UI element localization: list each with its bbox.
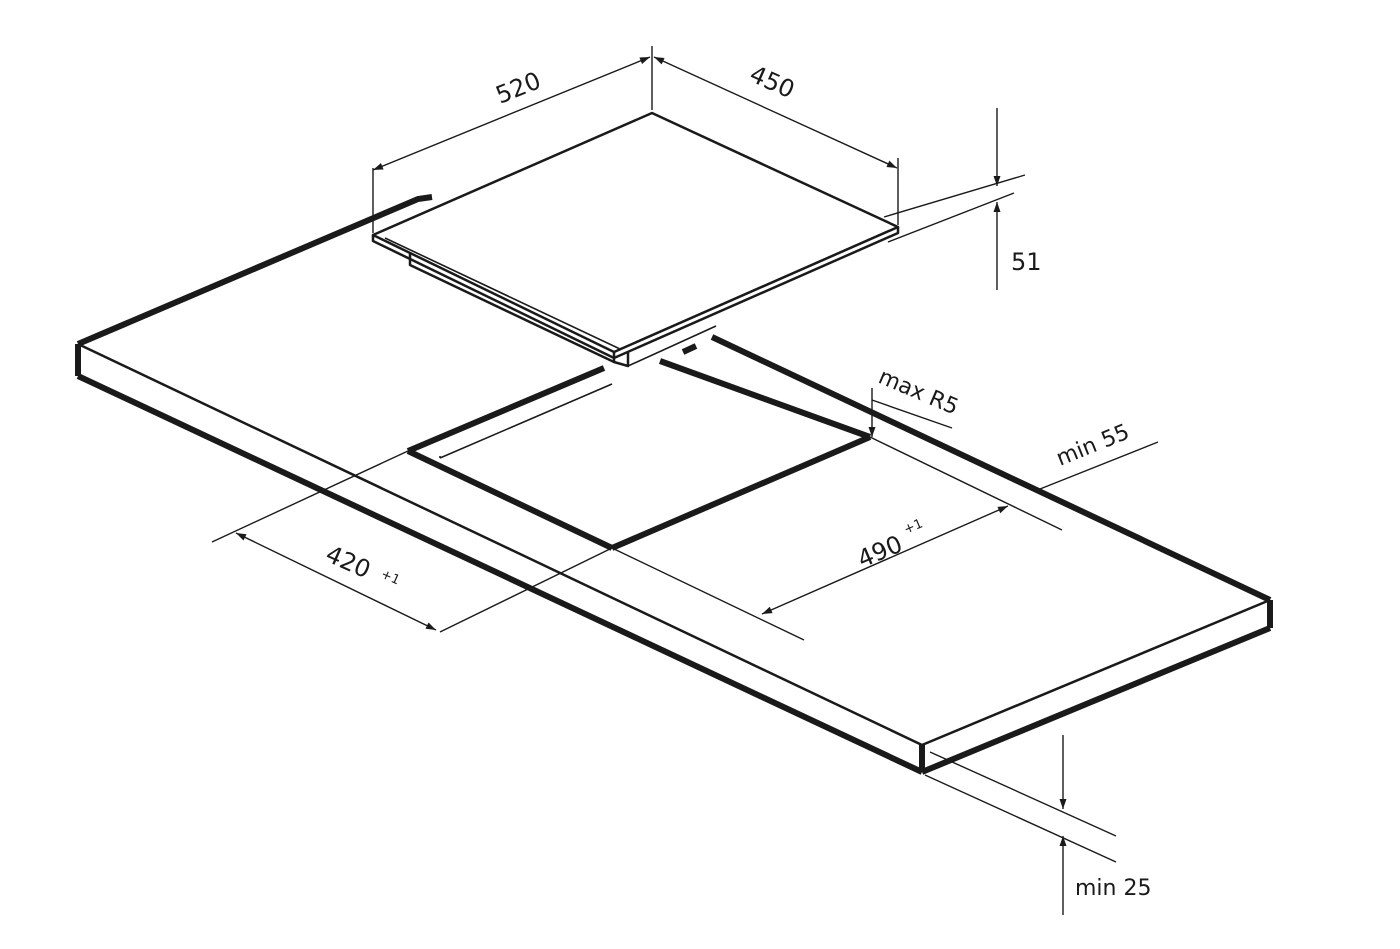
- dimension-cutout-depth: 420 +1: [211, 450, 613, 633]
- worktop-front-left-bottom-edge: [76, 373, 924, 775]
- dimension-line-520: [372, 56, 651, 171]
- extension-line-worktop-front: [924, 774, 1117, 863]
- cutout-front-edge: [610, 434, 872, 551]
- dimension-front-distance: min 25: [924, 735, 1151, 915]
- hob-body-front: [627, 325, 717, 367]
- cutout-back-left-edge: [406, 365, 606, 454]
- worktop-front-right-bottom-edge: [920, 625, 1272, 775]
- cutout: [406, 358, 872, 551]
- dimension-hob-depth: 450: [653, 56, 899, 225]
- extension-line-cutout-front: [611, 547, 805, 641]
- label-cutout-depth: 420: [322, 540, 375, 584]
- worktop: [75, 194, 1273, 775]
- dimension-hob-height: 51: [883, 108, 1042, 290]
- hob-top-bevel: [384, 230, 889, 350]
- worktop-front-right-top-edge: [921, 598, 1271, 747]
- label-edge-distance: min 55: [1053, 420, 1133, 472]
- leader-corner-radius: [871, 399, 953, 429]
- cutout-left-edge: [406, 448, 614, 551]
- label-corner-radius: max R5: [875, 365, 962, 421]
- extension-line-cutout-left: [211, 450, 409, 543]
- extension-line-cutout-front-left: [439, 547, 613, 633]
- hob: [371, 111, 900, 368]
- dimension-hob-width: 520: [372, 46, 653, 233]
- extension-line-cutout-right: [869, 436, 1063, 531]
- label-cutout-depth-tolerance: +1: [378, 567, 402, 589]
- dimension-cutout-width: 490 +1: [611, 505, 1009, 641]
- extension-line-hob-bottom: [887, 192, 1015, 243]
- worktop-back-left-edge: [76, 194, 433, 347]
- hob-body-left: [408, 252, 616, 364]
- worktop-front-left-top-edge: [77, 342, 923, 747]
- dimension-line-450: [653, 56, 898, 169]
- hob-top-thickness: [371, 227, 900, 360]
- label-hob-height: 51: [1011, 248, 1042, 276]
- worktop-back-right-edge: [710, 334, 1272, 603]
- cutout-inner-left: [439, 383, 613, 459]
- dimension-line-490: [761, 505, 1009, 615]
- extension-line-worktop-top: [929, 751, 1117, 837]
- annotation-corner-radius: max R5: [868, 365, 962, 437]
- cutout-back-right-edge: [658, 358, 872, 440]
- dimension-edge-distance: min 55: [869, 420, 1159, 531]
- worktop-back-gap-segment: [681, 343, 698, 355]
- hob-top-surface: [371, 111, 900, 354]
- extension-line-hob-top: [883, 174, 1026, 218]
- label-hob-depth: 450: [746, 60, 799, 104]
- label-cutout-width: 490: [853, 530, 906, 574]
- dimension-line-420: [235, 532, 437, 631]
- leader-edge-distance: [1039, 441, 1159, 490]
- label-front-distance: min 25: [1075, 876, 1151, 901]
- label-cutout-width-tolerance: +1: [902, 516, 926, 537]
